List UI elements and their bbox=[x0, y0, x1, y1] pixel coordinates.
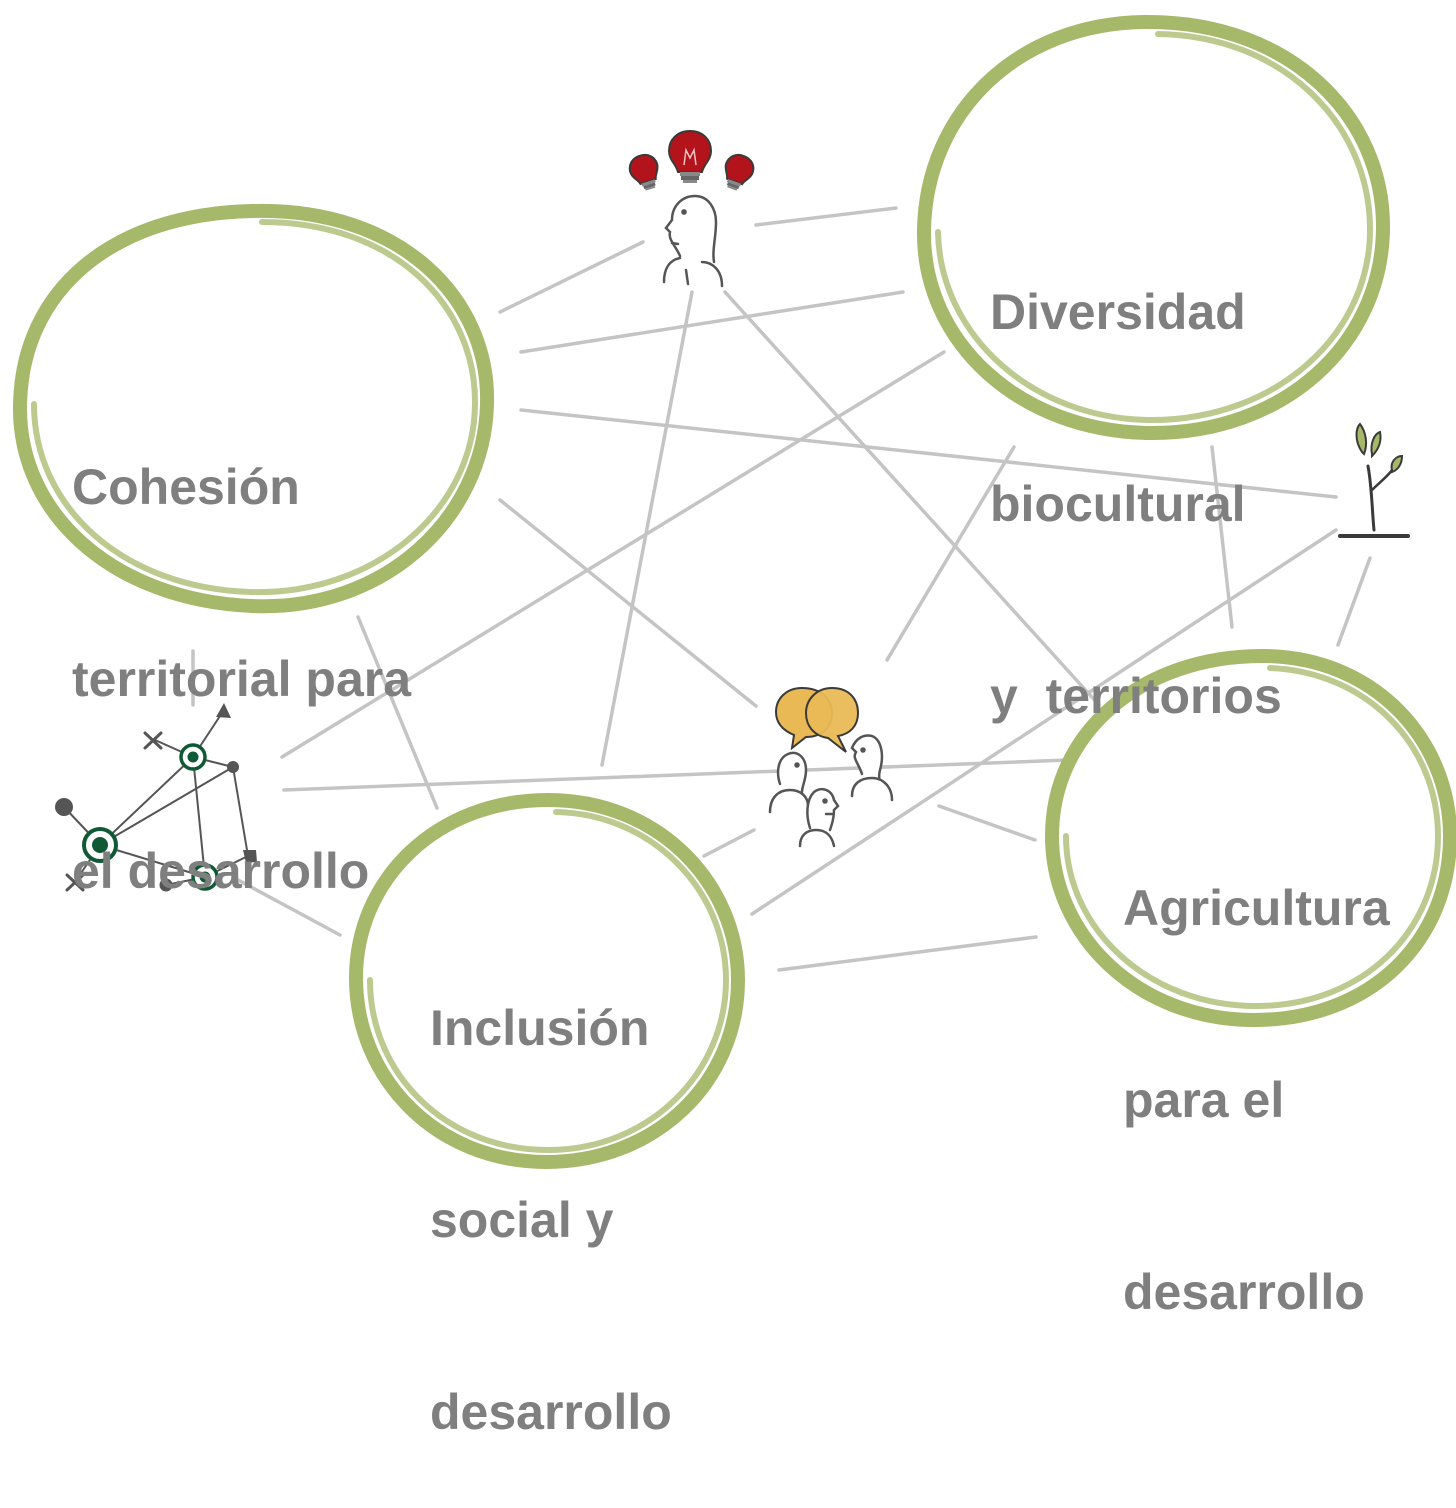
cross-marker-icon bbox=[143, 731, 163, 750]
network-node bbox=[159, 878, 173, 892]
diversidad-label-line: Diversidad bbox=[990, 284, 1246, 340]
lightbulb-icon bbox=[724, 153, 755, 191]
diversidad-label-line: biocultural bbox=[990, 476, 1246, 532]
network-node bbox=[179, 743, 207, 771]
people-talking-icon bbox=[768, 686, 894, 848]
network-node bbox=[55, 798, 73, 816]
diversidad-label-line: y territorios bbox=[990, 668, 1282, 724]
connector-line bbox=[885, 445, 1016, 662]
connector-line bbox=[498, 498, 758, 708]
inclusion-label: Inclusión social y desarrollo bbox=[430, 868, 672, 1508]
cohesion-label-line: territorial para bbox=[72, 651, 412, 707]
connector-line bbox=[236, 878, 342, 937]
network-node bbox=[82, 827, 118, 863]
cohesion-label-line: Cohesión bbox=[72, 459, 300, 515]
connector-line bbox=[1336, 556, 1372, 647]
connector-line bbox=[498, 240, 645, 314]
network-graph-icon bbox=[55, 703, 257, 892]
ring-inclusion bbox=[348, 792, 746, 1170]
concept-diagram bbox=[12, 14, 1456, 1170]
connector-line bbox=[356, 615, 439, 810]
network-node bbox=[243, 850, 257, 863]
inclusion-label-line: social y bbox=[430, 1192, 614, 1248]
speech-bubble-icon bbox=[774, 686, 860, 753]
cohesion-label-line: el desarrollo bbox=[72, 843, 370, 899]
connector-line bbox=[937, 804, 1037, 842]
connector-line bbox=[702, 828, 756, 858]
ring-agricultura bbox=[1044, 648, 1456, 1028]
connector-line bbox=[723, 290, 1101, 707]
person-icon bbox=[798, 788, 840, 848]
connector-line bbox=[600, 290, 694, 767]
agricultura-label-line: para el bbox=[1123, 1072, 1285, 1128]
connector-lines bbox=[191, 206, 1372, 972]
connector-line bbox=[777, 935, 1038, 972]
lightbulb-icon bbox=[628, 153, 659, 191]
ring-diversidad bbox=[916, 14, 1391, 441]
connector-line bbox=[280, 350, 946, 759]
cohesion-label: Cohesión territorial para el desarrollo bbox=[72, 327, 411, 967]
sprout-icon bbox=[1338, 422, 1410, 538]
diversidad-label: Diversidad biocultural y territorios bbox=[990, 152, 1282, 792]
lightbulb-icon bbox=[667, 129, 713, 183]
person-icon bbox=[768, 751, 810, 814]
inclusion-label-line: desarrollo bbox=[430, 1384, 672, 1440]
ring-cohesion bbox=[12, 203, 495, 614]
person-with-lightbulbs-icon bbox=[628, 129, 755, 288]
person-icon bbox=[850, 734, 894, 802]
network-node bbox=[191, 863, 219, 891]
connector-line bbox=[1210, 445, 1234, 629]
network-node bbox=[227, 761, 239, 773]
agricultura-label-line: Agricultura bbox=[1123, 880, 1390, 936]
connector-line bbox=[519, 408, 1338, 499]
network-node bbox=[216, 703, 231, 718]
inclusion-label-line: Inclusión bbox=[430, 1000, 650, 1056]
connector-line bbox=[750, 528, 1338, 916]
connector-line bbox=[519, 290, 905, 354]
agricultura-label-line: desarrollo bbox=[1123, 1264, 1365, 1320]
connector-line bbox=[754, 206, 898, 227]
cross-marker-icon bbox=[65, 873, 85, 892]
agricultura-label: Agricultura para el desarrollo bbox=[1123, 748, 1390, 1388]
connector-line bbox=[282, 758, 1070, 792]
thinking-person-icon bbox=[662, 194, 724, 288]
